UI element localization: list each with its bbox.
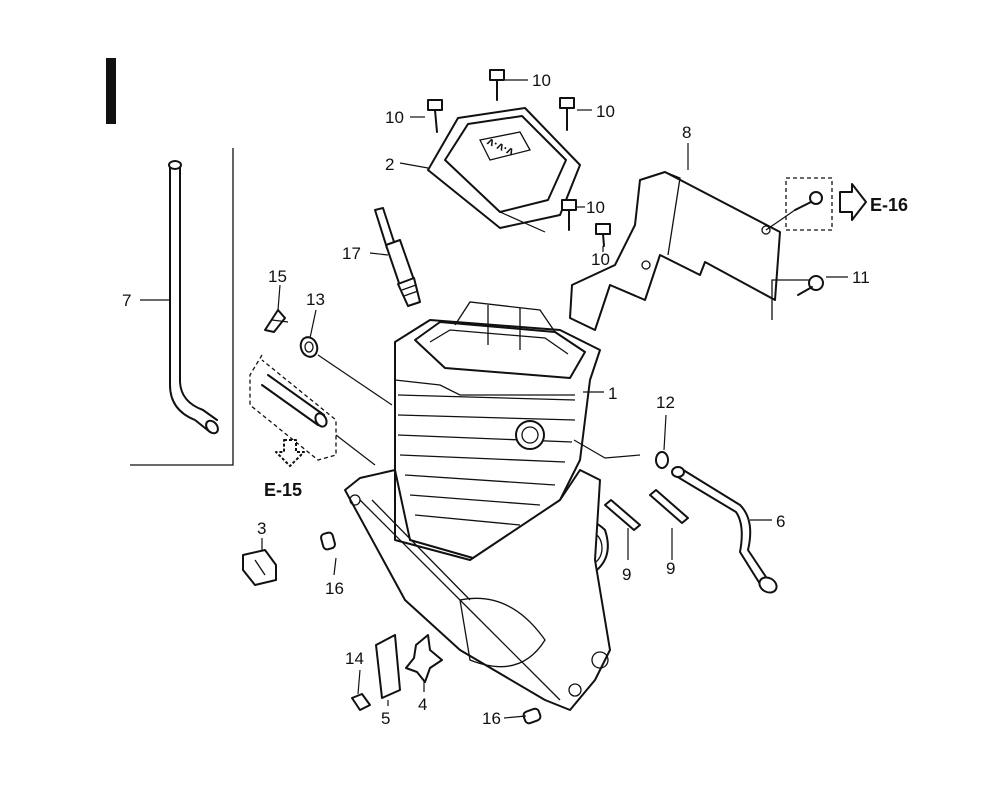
muffler-bracket-part	[569, 171, 781, 331]
callout-5: 5	[381, 709, 390, 728]
cap-part	[242, 549, 277, 586]
callout-10d: 10	[586, 198, 605, 217]
bolt-part	[561, 199, 577, 231]
bolt-part	[427, 99, 443, 133]
callout-10c: 10	[596, 102, 615, 121]
leader-lines	[140, 79, 848, 719]
clip-part	[264, 309, 289, 333]
callout-15: 15	[268, 267, 287, 286]
callout-13: 13	[306, 290, 325, 309]
screw-part	[351, 693, 371, 711]
spark-plug-part	[374, 207, 421, 307]
callout-16b: 16	[482, 709, 501, 728]
head-cover-part: ᴧ·ᴧ·ᴧ	[427, 107, 581, 229]
callout-8: 8	[682, 123, 691, 142]
callout-14: 14	[345, 649, 364, 668]
stud-part	[649, 489, 689, 524]
callout-17: 17	[342, 244, 361, 263]
stud-part	[604, 499, 641, 531]
callout-10a: 10	[532, 71, 551, 90]
section-letter: I	[0, 0, 1, 1]
callout-9b: 9	[666, 559, 675, 578]
bolt-part	[559, 97, 575, 131]
reference-e16[interactable]: E-16	[870, 195, 908, 215]
callout-7: 7	[122, 291, 131, 310]
callout-10b: 10	[385, 108, 404, 127]
callout-11: 11	[852, 268, 870, 287]
cam-part	[405, 634, 443, 683]
bolt-part	[595, 223, 611, 247]
fuel-hose-part	[168, 160, 219, 435]
dowel-pin-part	[320, 531, 336, 551]
callout-16a: 16	[325, 579, 344, 598]
washer-part	[655, 451, 669, 469]
bolt-part	[771, 275, 824, 320]
e16-reference-group	[785, 177, 867, 231]
callout-2: 2	[385, 155, 394, 174]
callout-10e: 10	[591, 250, 610, 269]
grommet-part	[299, 336, 319, 358]
crankcase-part	[344, 469, 611, 711]
bolt-part	[489, 69, 505, 101]
callout-12: 12	[656, 393, 675, 412]
hose-bracket-line	[130, 148, 234, 466]
callout-6: 6	[776, 512, 785, 531]
e15-reference-group	[249, 354, 337, 467]
callout-1: 1	[608, 384, 617, 403]
callout-4: 4	[418, 695, 427, 714]
dowel-pin-part	[522, 707, 542, 725]
plate-part	[375, 634, 401, 699]
section-marker-bar	[106, 58, 116, 124]
reference-e15[interactable]: E-15	[264, 480, 302, 500]
callout-3: 3	[257, 519, 266, 538]
callout-9a: 9	[622, 565, 631, 584]
stay-rod-part	[671, 466, 778, 594]
